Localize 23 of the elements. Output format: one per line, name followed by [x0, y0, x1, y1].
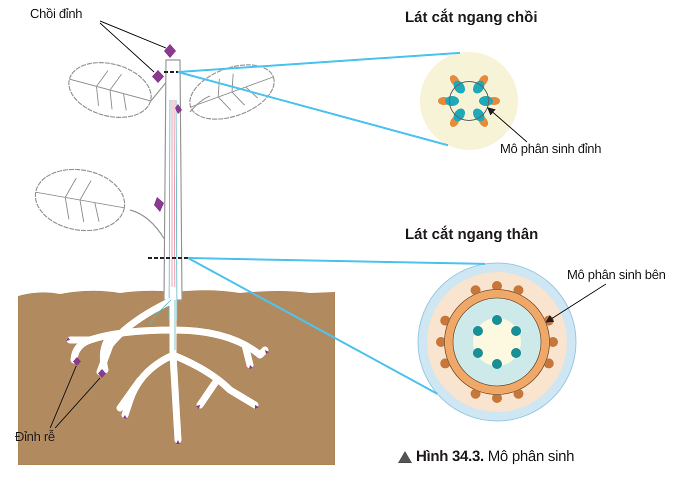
figure-caption: Hình 34.3. Mô phân sinh	[416, 447, 574, 467]
part-label: Mô phân sinh bên	[567, 266, 685, 284]
section-heading: Lát cắt ngang chồi	[405, 8, 538, 28]
root-tip	[73, 357, 81, 366]
bud	[164, 44, 176, 58]
cut-mark	[164, 70, 178, 74]
arrow	[545, 284, 606, 323]
connector-line	[188, 257, 438, 395]
arrow	[487, 107, 528, 142]
leader-line	[50, 366, 77, 428]
root-tip	[98, 369, 106, 378]
leader-line	[54, 378, 100, 428]
leader-line	[100, 22, 155, 72]
cut-mark	[148, 256, 188, 260]
connector-line	[188, 257, 486, 265]
part-label: Chồi đỉnh	[30, 5, 100, 25]
part-label: Mô phân sinh đỉnh	[500, 140, 620, 158]
connector-line	[178, 71, 448, 146]
connector-line	[178, 52, 460, 73]
meristem-ring	[449, 81, 489, 121]
meristem-ring	[444, 289, 550, 395]
section-heading: Lát cắt ngang thân	[405, 225, 538, 245]
leader-line	[100, 20, 167, 49]
